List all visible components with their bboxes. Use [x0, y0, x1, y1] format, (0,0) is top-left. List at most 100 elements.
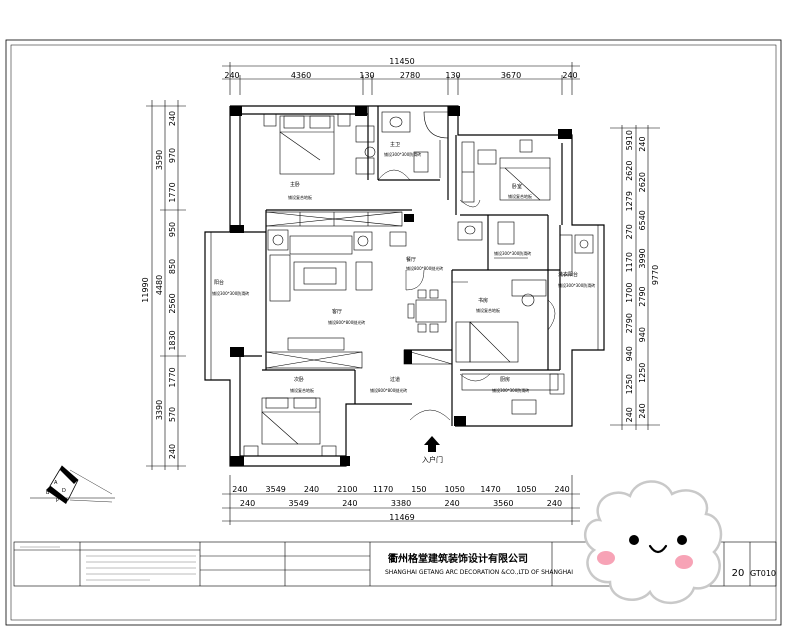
- top-dimension-chain: [222, 62, 580, 95]
- floor-note: 铺设复合地板: [508, 193, 532, 199]
- dim-label: 240: [638, 136, 647, 151]
- floor-note: 铺设300*300防滑砖: [212, 290, 249, 296]
- dim-label: 240: [554, 485, 569, 494]
- room-label-master-bedroom: 主卧: [290, 181, 300, 188]
- master-bed: [263, 113, 351, 175]
- drawing-code: GT010: [750, 569, 776, 578]
- dim-label: 240: [625, 407, 634, 422]
- room-label-living-room: 客厅: [332, 308, 342, 315]
- dim-label: 1770: [168, 367, 177, 387]
- dim-label: 570: [168, 407, 177, 422]
- left-dim-seg: 3590: [155, 150, 164, 170]
- room-label-corridor: 过道: [390, 376, 400, 383]
- dim-label: 1170: [625, 252, 634, 272]
- second-bedroom-bed: [243, 397, 337, 457]
- dim-label: 1050: [445, 485, 465, 494]
- top-dim-seg: 130: [359, 71, 374, 80]
- structural-columns: [230, 106, 572, 466]
- compass-letter: P: [56, 498, 59, 504]
- dim-label: 240: [168, 444, 177, 459]
- dim-label: 240: [445, 499, 460, 508]
- top-dim-seg: 3670: [501, 71, 521, 80]
- dim-label: 850: [168, 259, 177, 274]
- top-dim-seg: 130: [445, 71, 460, 80]
- sticker-eye: [677, 535, 687, 545]
- floor-note: 铺设800*800抛光砖: [406, 265, 443, 271]
- dim-label: 240: [638, 403, 647, 418]
- dim-label: 240: [342, 499, 357, 508]
- bottom-dimension-chain: [222, 475, 580, 525]
- top-dim-seg: 240: [224, 71, 239, 80]
- dim-label: 3380: [391, 499, 411, 508]
- dim-label: 1170: [373, 485, 393, 494]
- sheet-number: 20: [732, 568, 745, 579]
- entrance-arrow-icon: [424, 436, 440, 452]
- dim-label: 970: [168, 148, 177, 163]
- living-sofa-set: [267, 229, 407, 302]
- room-label-master-bath: 主卫: [390, 141, 400, 148]
- dim-label: 1279: [625, 191, 634, 211]
- dim-label: 240: [240, 499, 255, 508]
- dim-label: 1470: [480, 485, 500, 494]
- sticker-eye: [629, 535, 639, 545]
- room-label-laundry-balcony: 洗衣阳台: [558, 271, 578, 278]
- dim-label: 240: [547, 499, 562, 508]
- top-dim-seg: 2780: [400, 71, 420, 80]
- left-dim-seg: 4480: [155, 275, 164, 295]
- room-label-second-bedroom: 次卧: [294, 376, 304, 383]
- right-dim-total: 9770: [651, 265, 660, 285]
- door-swings: [377, 169, 556, 421]
- dim-label: 950: [168, 222, 177, 237]
- public-bath-fixtures: [457, 221, 594, 276]
- floor-note: 铺设复合地板: [290, 387, 314, 393]
- dim-label: 1250: [638, 363, 647, 383]
- dim-label: 1250: [625, 374, 634, 394]
- floor-note: 铺设复合地板: [476, 307, 500, 313]
- dim-label: 2560: [168, 293, 177, 313]
- compass-letter: B: [46, 490, 50, 496]
- dim-label: 1770: [168, 182, 177, 202]
- study-furniture: [455, 279, 547, 363]
- room-label-bedroom-ne: 卧室: [512, 183, 522, 190]
- sheet-border-inner: [10, 44, 777, 621]
- dim-label: 6540: [638, 210, 647, 230]
- dim-label: 2620: [638, 172, 647, 192]
- dim-label: 3560: [493, 499, 513, 508]
- living-cabinet: [265, 211, 403, 227]
- floor-note: 铺设800*800抛光砖: [370, 387, 407, 393]
- floor-note: 铺设300*300防滑砖: [558, 282, 595, 288]
- kitchen-counter: [461, 373, 565, 415]
- left-dimension-chain: [146, 100, 186, 470]
- dim-label: 1700: [625, 283, 634, 303]
- dim-label: 240: [304, 485, 319, 494]
- master-bath-fixtures: [381, 111, 449, 178]
- dim-label: 240: [232, 485, 247, 494]
- master-chairs: [355, 125, 376, 175]
- dim-label: 2790: [625, 313, 634, 333]
- room-label-restaurant: 餐厅: [406, 256, 416, 263]
- floor-note: 铺设300*300防滑砖: [384, 151, 421, 157]
- top-dim-seg: 240: [562, 71, 577, 80]
- bottom-dim-total: 11469: [389, 513, 414, 522]
- top-dim-seg: 4360: [291, 71, 311, 80]
- title-block: [13, 541, 777, 587]
- tv-cabinet: [265, 337, 453, 369]
- sticker-cheek: [597, 551, 615, 565]
- company-name-cn: 衢州格堂建筑装饰设计有限公司: [388, 552, 528, 565]
- room-label-balcony: 阳台: [214, 279, 224, 286]
- top-dim-total: 11450: [389, 57, 414, 66]
- dining-table: [407, 289, 447, 333]
- title-block-faint-text: [20, 546, 196, 581]
- dim-label: 270: [625, 224, 634, 239]
- sticker-cheek: [675, 555, 693, 569]
- dim-label: 940: [625, 346, 634, 361]
- dim-label: 1830: [168, 330, 177, 350]
- dim-label: 3549: [266, 485, 286, 494]
- dim-label: 2100: [337, 485, 357, 494]
- dim-label: 2620: [625, 161, 634, 181]
- dim-label: 240: [168, 111, 177, 126]
- dim-label: 5910: [625, 130, 634, 150]
- balcony-rail: [210, 225, 599, 380]
- bedroom-ne-bed: [461, 139, 551, 203]
